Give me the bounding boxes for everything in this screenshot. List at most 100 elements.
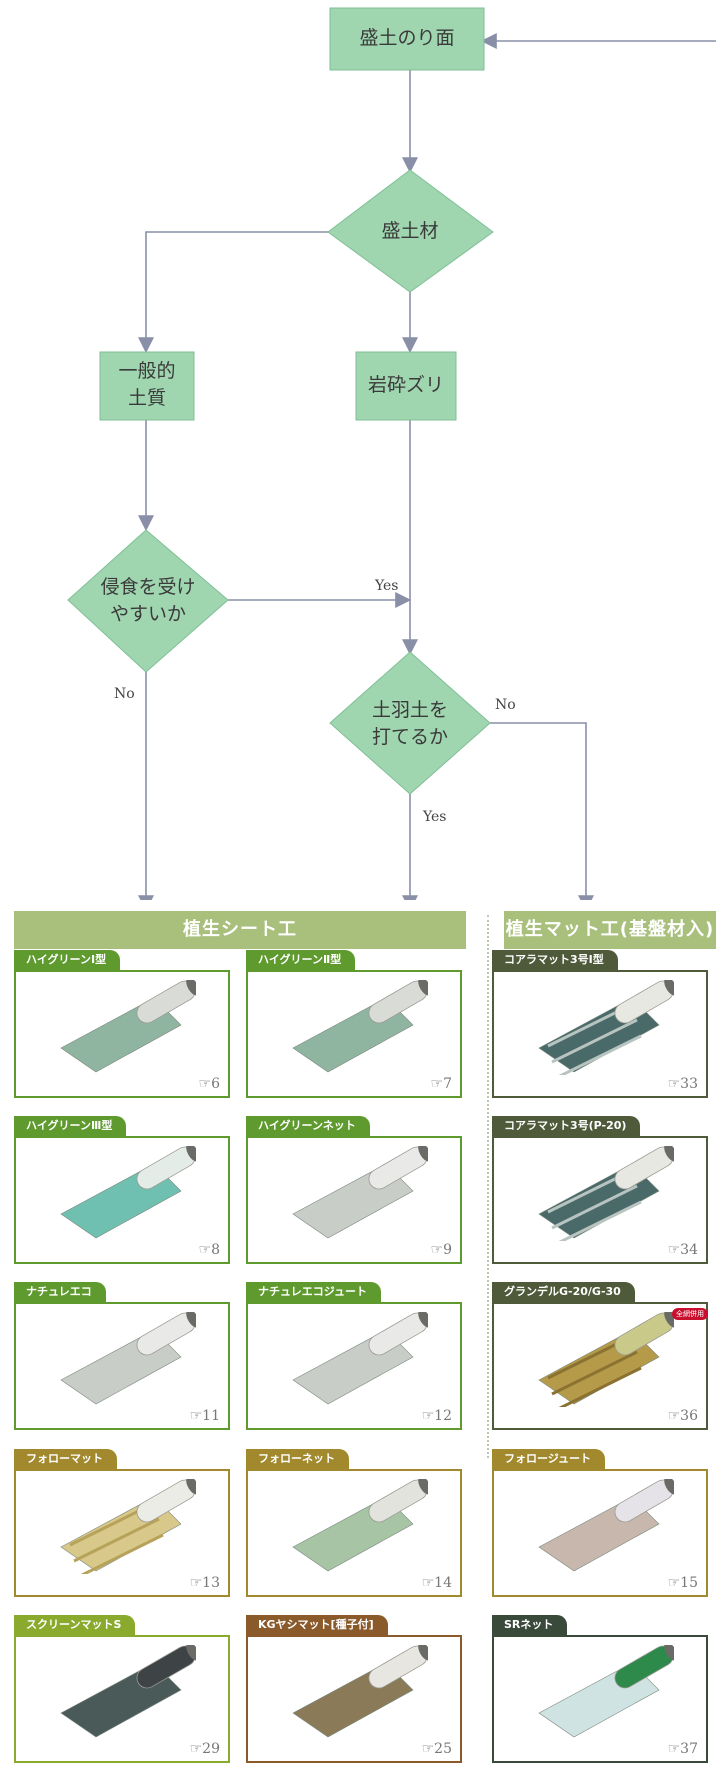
node-erosion-label: 侵食を受け やすいか <box>68 574 228 628</box>
node-soilcap-line2: 打てるか <box>371 726 448 748</box>
flowchart-canvas <box>67 7 716 912</box>
product-name: コアラマット3号(P-20) <box>492 1116 641 1136</box>
product-name: フォローマット <box>14 1449 117 1469</box>
label-yes-erosion: Yes <box>375 578 399 594</box>
product-frame: ☞7 <box>246 970 462 1098</box>
product-card[interactable]: コアラマット3号(P-20) ☞34 <box>492 1116 708 1264</box>
product-frame: ☞33 <box>492 970 708 1098</box>
product-frame: ☞14 <box>246 1469 462 1597</box>
product-card[interactable]: KGヤシマット[種子付] ☞25 <box>246 1615 462 1763</box>
node-material-label: 盛土材 <box>381 220 439 242</box>
product-frame: ☞37 <box>492 1635 708 1763</box>
product-frame: ☞12 <box>246 1302 462 1430</box>
product-roll-image <box>56 1143 200 1241</box>
product-page-ref[interactable]: ☞12 <box>421 1408 452 1424</box>
product-card[interactable]: ハイグリーンⅡ型 ☞7 <box>246 950 462 1098</box>
label-no-soilcap: No <box>495 697 516 713</box>
product-page-ref[interactable]: ☞36 <box>667 1408 698 1424</box>
node-erosion-line2: やすいか <box>109 603 186 625</box>
product-page-ref[interactable]: ☞29 <box>189 1741 220 1757</box>
product-card[interactable]: フォローマット ☞13 <box>14 1449 230 1597</box>
product-page-ref[interactable]: ☞8 <box>198 1242 220 1258</box>
section-divider <box>487 915 489 1458</box>
product-page-ref[interactable]: ☞25 <box>421 1741 452 1757</box>
product-roll-image <box>56 1476 200 1579</box>
node-general-line1: 一般的 <box>118 360 176 382</box>
product-page-ref[interactable]: ☞34 <box>667 1242 698 1258</box>
product-roll-image <box>288 1309 432 1407</box>
node-soilcap-line1: 土羽土を <box>371 699 448 721</box>
product-page-ref[interactable]: ☞15 <box>667 1575 698 1591</box>
product-page-ref[interactable]: ☞9 <box>430 1242 452 1258</box>
product-name: グランデルG-20/G-30 <box>492 1282 635 1302</box>
node-general-line2: 土質 <box>127 387 166 409</box>
product-frame: ☞9 <box>246 1136 462 1264</box>
product-name: コアラマット3号Ⅰ型 <box>492 950 618 970</box>
product-roll-image <box>534 1143 678 1246</box>
node-soilcap-label: 土羽土を 打てるか <box>330 697 490 751</box>
product-page-ref[interactable]: ☞7 <box>430 1076 452 1092</box>
product-card[interactable]: ナチュレエコ ☞11 <box>14 1282 230 1430</box>
product-roll-image <box>56 977 200 1075</box>
product-name: スクリーンマットS <box>14 1615 136 1635</box>
product-card[interactable]: SRネット ☞37 <box>492 1615 708 1763</box>
product-card[interactable]: ハイグリーンⅠ型 ☞6 <box>14 950 230 1098</box>
flowchart: 盛土のり面 盛土材 一般的 土質 岩砕ズリ 侵食を受け やすいか 土羽土を 打て… <box>67 7 716 912</box>
edge-material-general <box>138 231 328 354</box>
product-frame: ☞6 <box>14 970 230 1098</box>
node-erosion-diamond <box>67 529 229 673</box>
product-roll-image <box>288 1476 432 1574</box>
node-erosion-line1: 侵食を受け <box>100 576 196 598</box>
product-frame: ☞11 <box>14 1302 230 1430</box>
node-start-label: 盛土のり面 <box>359 27 455 49</box>
product-card[interactable]: ハイグリーンⅢ型 ☞8 <box>14 1116 230 1264</box>
product-roll-image <box>534 1476 678 1574</box>
label-no-erosion: No <box>114 686 135 702</box>
product-card[interactable]: フォローネット ☞14 <box>246 1449 462 1597</box>
node-rock-label: 岩砕ズリ <box>367 374 444 396</box>
product-card[interactable]: ハイグリーンネット ☞9 <box>246 1116 462 1264</box>
product-name: ハイグリーンⅠ型 <box>14 950 121 970</box>
product-roll-image <box>288 1143 432 1241</box>
node-soilcap-diamond <box>329 651 491 795</box>
product-frame: ☞34 <box>492 1136 708 1264</box>
product-card[interactable]: コアラマット3号Ⅰ型 ☞33 <box>492 950 708 1098</box>
product-page-ref[interactable]: ☞6 <box>198 1076 220 1092</box>
section-header-mat: 植生マット工(基盤材入) <box>504 911 716 949</box>
product-frame: ☞15 <box>492 1469 708 1597</box>
product-badge: 全網併用 <box>672 1308 708 1320</box>
product-card[interactable]: ナチュレエコジュート ☞12 <box>246 1282 462 1430</box>
product-name: ハイグリーンⅢ型 <box>14 1116 127 1136</box>
product-page-ref[interactable]: ☞11 <box>189 1408 220 1424</box>
product-page-ref[interactable]: ☞33 <box>667 1076 698 1092</box>
product-roll-image <box>534 977 678 1080</box>
product-page-ref[interactable]: ☞13 <box>189 1575 220 1591</box>
product-frame: ☞36 全網併用 <box>492 1302 708 1430</box>
product-name: ハイグリーンⅡ型 <box>246 950 356 970</box>
product-name: フォロージュート <box>492 1449 606 1469</box>
product-roll-image <box>534 1642 678 1740</box>
product-roll-image <box>56 1309 200 1407</box>
product-name: SRネット <box>492 1615 568 1635</box>
product-frame: ☞29 <box>14 1635 230 1763</box>
product-roll-image <box>534 1309 678 1412</box>
product-page-ref[interactable]: ☞37 <box>667 1741 698 1757</box>
product-card[interactable]: スクリーンマットS ☞29 <box>14 1615 230 1763</box>
section-header-sheet: 植生シート工 <box>14 911 466 949</box>
edge-soilcap-no <box>490 722 594 912</box>
product-roll-image <box>288 977 432 1075</box>
product-frame: ☞13 <box>14 1469 230 1597</box>
product-name: ナチュレエコジュート <box>246 1282 382 1302</box>
node-material-diamond <box>327 169 494 293</box>
product-card[interactable]: グランデルG-20/G-30 ☞36 全網併用 <box>492 1282 708 1430</box>
product-name: ナチュレエコ <box>14 1282 106 1302</box>
node-rock-box <box>355 351 457 421</box>
node-general-box <box>99 351 195 421</box>
product-frame: ☞8 <box>14 1136 230 1264</box>
product-card[interactable]: フォロージュート ☞15 <box>492 1449 708 1597</box>
product-name: KGヤシマット[種子付] <box>246 1615 388 1635</box>
node-general-label: 一般的 土質 <box>100 358 194 412</box>
product-roll-image <box>56 1642 200 1740</box>
product-name: ハイグリーンネット <box>246 1116 370 1136</box>
product-page-ref[interactable]: ☞14 <box>421 1575 452 1591</box>
